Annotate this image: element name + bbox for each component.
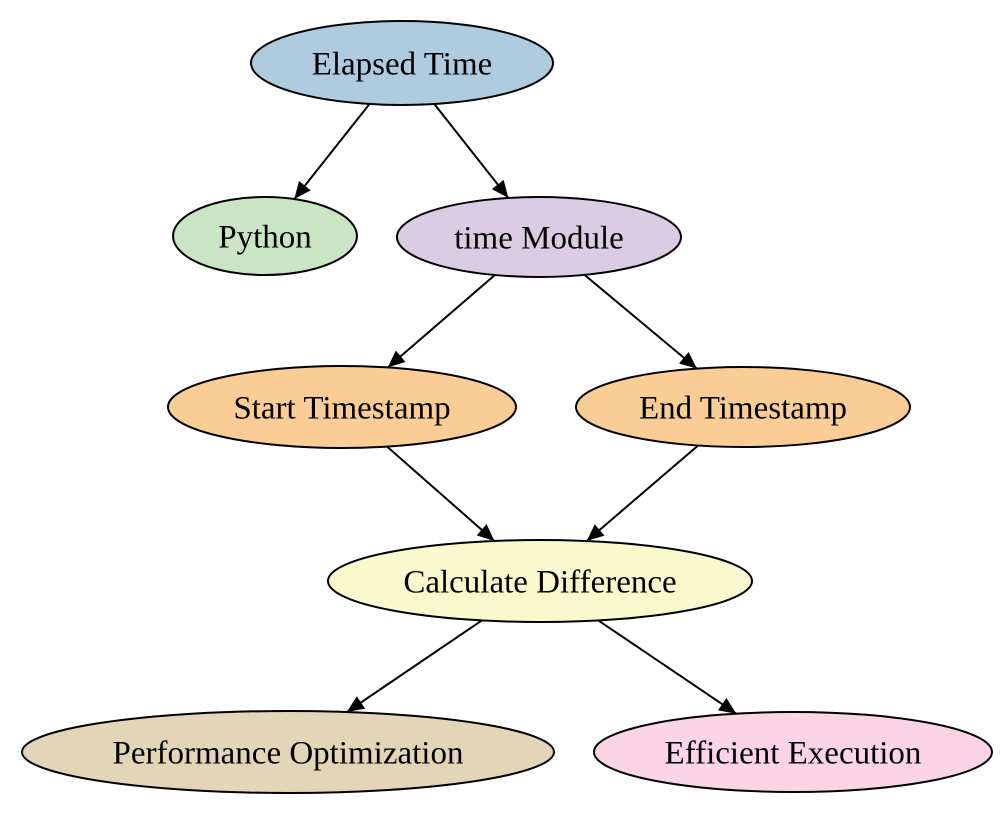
time-module-shape: [396, 196, 682, 278]
python-label: Python: [218, 220, 312, 256]
edge-time-module-to-start-timestamp: [387, 274, 496, 369]
node-time-module: time Module: [396, 196, 682, 278]
elapsed-time-label: Elapsed Time: [312, 47, 493, 83]
node-end-timestamp: End Timestamp: [575, 366, 911, 448]
performance-optimization-shape: [21, 710, 555, 794]
calculate-difference-label: Calculate Difference: [403, 565, 676, 601]
edge-time-module-to-end-timestamp: [583, 274, 698, 370]
edges-layer: [293, 103, 737, 715]
node-calculate-difference: Calculate Difference: [327, 539, 753, 623]
node-elapsed-time: Elapsed Time: [250, 20, 554, 106]
node-efficient-execution: Efficient Execution: [593, 711, 993, 793]
python-shape: [172, 196, 358, 276]
efficient-execution-label: Efficient Execution: [665, 736, 922, 772]
node-start-timestamp: Start Timestamp: [167, 365, 517, 449]
node-performance-optimization: Performance Optimization: [21, 710, 555, 794]
edge-elapsed-time-to-python: [293, 103, 371, 200]
calculate-difference-shape: [327, 539, 753, 623]
end-timestamp-label: End Timestamp: [639, 391, 847, 427]
node-python: Python: [172, 196, 358, 276]
end-timestamp-shape: [575, 366, 911, 448]
edge-end-timestamp-to-calculate-difference: [586, 444, 699, 542]
edge-start-timestamp-to-calculate-difference: [386, 445, 496, 542]
efficient-execution-shape: [593, 711, 993, 793]
start-timestamp-label: Start Timestamp: [233, 391, 450, 427]
start-timestamp-shape: [167, 365, 517, 449]
edge-elapsed-time-to-time-module: [433, 103, 510, 199]
elapsed-time-shape: [250, 20, 554, 106]
edge-calculate-difference-to-efficient-execution: [597, 619, 737, 715]
time-module-label: time Module: [454, 221, 624, 257]
performance-optimization-label: Performance Optimization: [113, 736, 464, 772]
edge-calculate-difference-to-performance-optimization: [346, 619, 483, 713]
